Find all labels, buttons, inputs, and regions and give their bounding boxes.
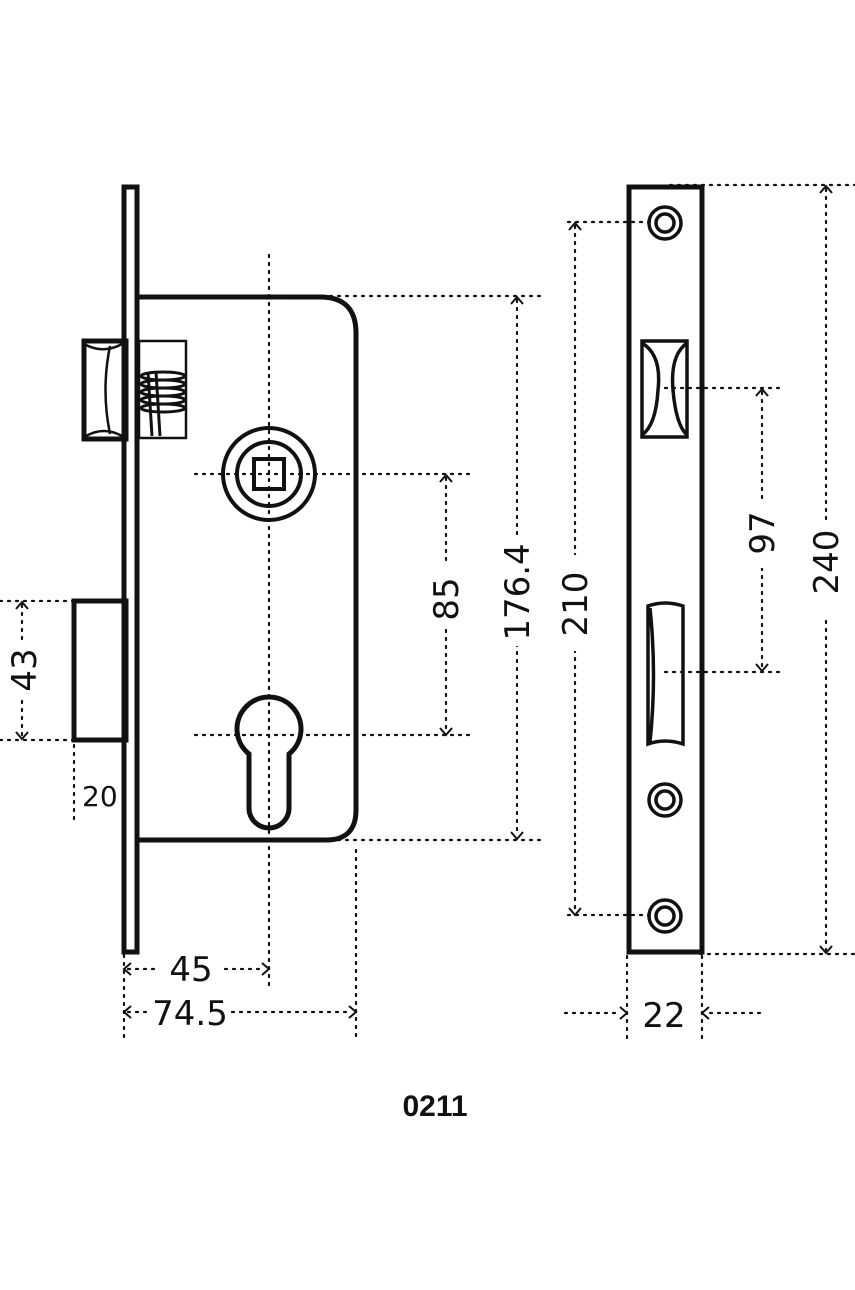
dim-forend-inner: 97 xyxy=(743,511,783,554)
latch-bolt xyxy=(81,338,188,442)
model-number: 0211 xyxy=(402,1090,467,1123)
dim-case-depth: 74.5 xyxy=(152,994,228,1034)
latch-opening xyxy=(640,339,689,439)
dim-forend-width: 22 xyxy=(642,996,685,1036)
dim-centre-distance: 85 xyxy=(427,577,467,620)
dim-case-height: 176.4 xyxy=(498,543,538,640)
lock-side-view: 43 20 85 176.4 45 74.5 xyxy=(0,184,547,1042)
dim-forend-length: 240 xyxy=(807,530,847,595)
dead-bolt xyxy=(71,598,129,743)
screw-hole-bottom xyxy=(647,898,683,934)
dim-backset: 45 xyxy=(169,950,212,990)
dim-latch-offset: 20 xyxy=(82,780,118,813)
spring xyxy=(139,370,187,437)
cylinder-cutout xyxy=(234,694,304,831)
lock-case xyxy=(137,294,359,843)
dim-screw-distance: 210 xyxy=(556,572,596,637)
forend-front-plate xyxy=(626,184,705,955)
forend-plate xyxy=(121,184,140,955)
screw-hole-top xyxy=(647,205,683,241)
deadbolt-opening xyxy=(646,601,685,747)
screw-hole-middle xyxy=(647,782,683,818)
forend-front-view: 210 97 240 22 xyxy=(556,183,855,1044)
dim-latch-height: 43 xyxy=(5,648,45,691)
